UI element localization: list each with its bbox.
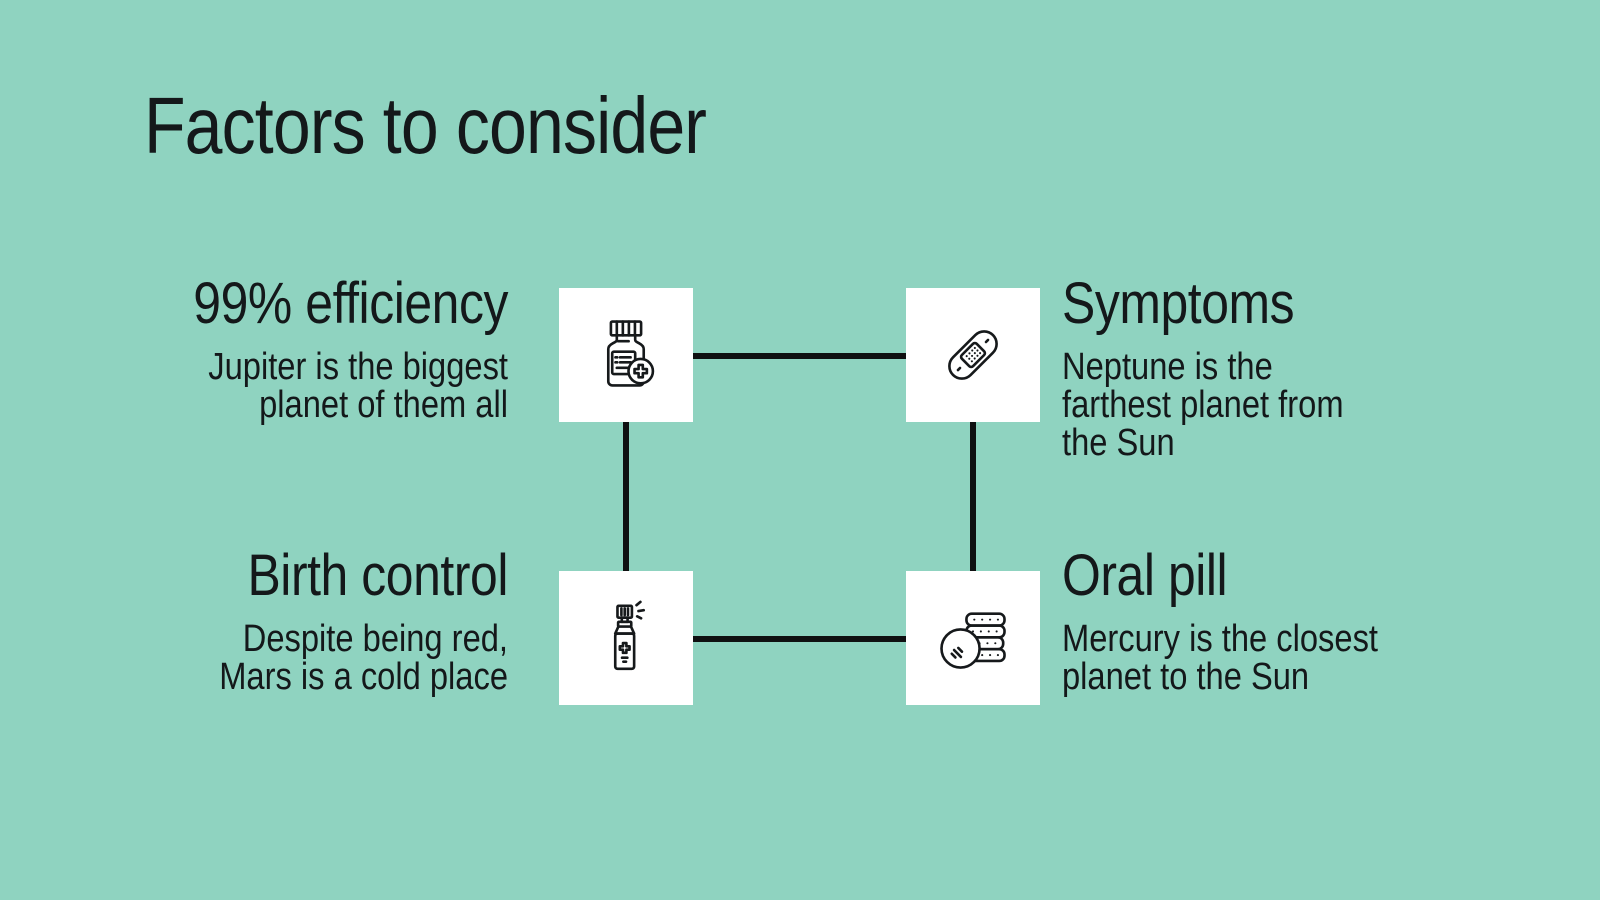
factor-efficiency-heading: 99% efficiency (193, 271, 508, 336)
icon-card-top-left (559, 288, 693, 422)
factor-efficiency-body: Jupiter is the biggest planet of them al… (192, 348, 508, 424)
connector-top (693, 353, 906, 359)
icon-card-top-right (906, 288, 1040, 422)
connector-bottom (693, 636, 906, 642)
pill-bottle-icon (606, 320, 655, 387)
connector-right (970, 422, 976, 571)
body-line: the Sun (1062, 422, 1175, 464)
factor-birth-control: Birth control Despite being red, Mars is… (192, 543, 508, 697)
body-line: Mars is a cold place (219, 656, 508, 698)
factor-birth-control-body: Despite being red, Mars is a cold place (192, 620, 508, 696)
body-line: Mercury is the closest (1062, 618, 1379, 660)
connector-left (623, 422, 629, 571)
bandage-icon (948, 330, 998, 380)
spray-bottle-icon (613, 600, 646, 671)
factor-symptoms: Symptoms Neptune is the farthest planet … (1062, 271, 1397, 463)
factor-symptoms-body: Neptune is the farthest planet from the … (1062, 348, 1397, 462)
pill-stack-icon (940, 612, 1006, 669)
body-line: Neptune is the (1062, 346, 1273, 388)
body-line: planet to the Sun (1062, 656, 1310, 698)
factor-birth-control-heading: Birth control (247, 543, 508, 608)
factor-symptoms-heading: Symptoms (1062, 271, 1295, 336)
body-line: Jupiter is the biggest (208, 346, 508, 388)
icon-card-bottom-left (559, 571, 693, 705)
factor-efficiency: 99% efficiency Jupiter is the biggest pl… (192, 271, 508, 425)
factor-oral-pill: Oral pill Mercury is the closest planet … (1062, 543, 1397, 697)
factor-oral-pill-heading: Oral pill (1062, 543, 1228, 608)
body-line: Despite being red, (242, 618, 508, 660)
page-title: Factors to consider (144, 81, 707, 170)
icon-card-bottom-right (906, 571, 1040, 705)
factor-oral-pill-body: Mercury is the closest planet to the Sun (1062, 620, 1397, 696)
body-line: farthest planet from (1062, 384, 1344, 426)
body-line: planet of them all (259, 384, 508, 426)
